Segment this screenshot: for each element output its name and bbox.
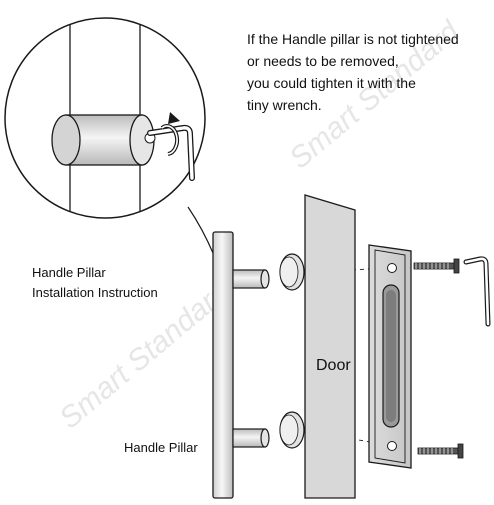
screw-bottom (417, 443, 464, 459)
door-label: Door (316, 357, 351, 374)
installation-label: Handle Pillar Installation Instruction (32, 263, 158, 303)
instruction-note: If the Handle pillar is not tightened or… (247, 28, 459, 116)
flush-pull-plate (368, 244, 412, 469)
installation-label-line-1: Handle Pillar (32, 265, 106, 280)
washers (279, 253, 305, 449)
allen-key-zoom (147, 124, 195, 181)
note-line-4: tiny wrench. (247, 97, 322, 113)
handle-pillar-label: Handle Pillar (124, 440, 198, 455)
allen-wrench-icon (463, 256, 491, 327)
door-panel (304, 194, 356, 499)
screw-top (413, 258, 460, 274)
installation-label-line-2: Installation Instruction (32, 285, 158, 300)
note-line-2: or needs to be removed, (247, 53, 399, 69)
rotation-arrow (160, 112, 180, 156)
zoom-detail (4, 17, 219, 266)
screws (413, 258, 464, 459)
note-line-1: If the Handle pillar is not tightened (247, 31, 459, 47)
note-line-3: you could tighten it with the (247, 75, 416, 91)
handle-bar (212, 231, 270, 499)
